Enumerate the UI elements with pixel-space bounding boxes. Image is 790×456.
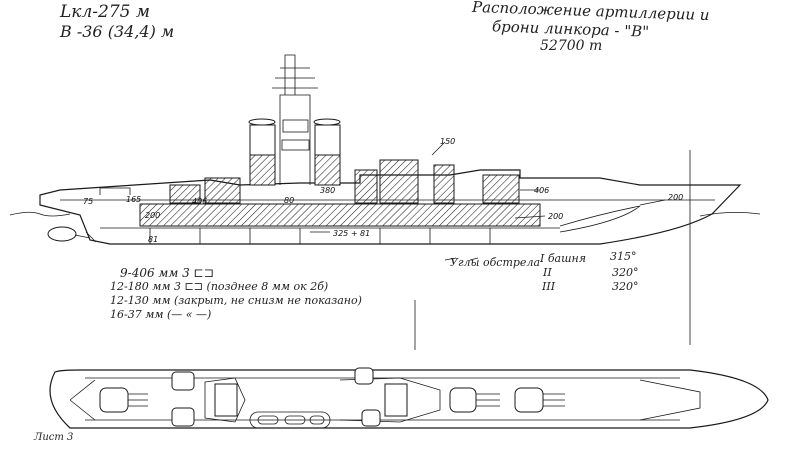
stern-rudder (47, 226, 77, 242)
turret-side-1 (169, 184, 201, 204)
firing-angle-turret-1: I башня (540, 252, 587, 265)
firing-angle-value-1: 315° (610, 250, 637, 263)
turret-side-6 (482, 174, 520, 204)
armor-80: 80 (284, 196, 294, 205)
armament-line-3: 12-130 мм (закрыт, не снизм не показано) (110, 294, 362, 307)
plan-funnel-1 (214, 383, 238, 417)
firing-angle-value-2: 320° (612, 266, 639, 279)
turret-side-3 (354, 169, 378, 204)
armor-75: 75 (83, 197, 93, 206)
firing-angle-marks (444, 257, 479, 261)
armor-81: 81 (148, 235, 158, 244)
plan-turret-3 (171, 407, 195, 427)
armor-150: 150 (440, 137, 455, 146)
armor-165: 165 (126, 195, 141, 204)
armor-200b: 200 (548, 212, 563, 221)
plan-turret-7 (514, 387, 544, 413)
firing-angle-turret-3: III (542, 280, 556, 293)
armament-line-2: 12-180 мм 3 ⊏⊐ (позднее 8 мм ок 2б) (110, 280, 329, 293)
displacement-label: 52700 т (540, 38, 603, 54)
plan-turret-1 (99, 387, 129, 413)
deck-outline (49, 369, 769, 429)
armor-406b: 406 (534, 186, 549, 195)
plan-view (49, 367, 769, 429)
length-label: Lкл-275 м (60, 2, 150, 22)
armor-200: 200 (668, 193, 683, 202)
plan-turret-6 (449, 387, 477, 413)
waterline (9, 211, 761, 217)
turret-side-2 (204, 177, 241, 204)
sheet-number: Лист 3 (34, 432, 74, 443)
armor-200c: 200 (145, 211, 160, 220)
armament-line-1: 9-406 мм 3 ⊏⊐ (120, 266, 214, 280)
side-profile: 150 165 75 406 380 80 406 200 200 200 32… (9, 54, 761, 245)
firing-angles-label: Углы обстрела (450, 256, 541, 269)
armor-406: 406 (192, 197, 207, 206)
plan-turret-2 (171, 371, 195, 391)
firing-angle-turret-2: II (543, 266, 552, 279)
beam-label: B -36 (34,4) м (60, 22, 175, 41)
armor-380: 380 (320, 186, 335, 195)
plan-turret-5 (361, 409, 381, 427)
turret-side-5 (433, 164, 455, 204)
plan-funnel-2 (384, 383, 408, 417)
armor-325-81: 325 + 81 (333, 229, 370, 238)
firing-angle-value-3: 320° (612, 280, 639, 293)
armament-line-4: 16-37 мм (— « —) (110, 308, 212, 321)
main-armor-belt (139, 203, 541, 227)
turret-side-4 (379, 159, 419, 204)
plan-turret-4 (354, 367, 374, 385)
